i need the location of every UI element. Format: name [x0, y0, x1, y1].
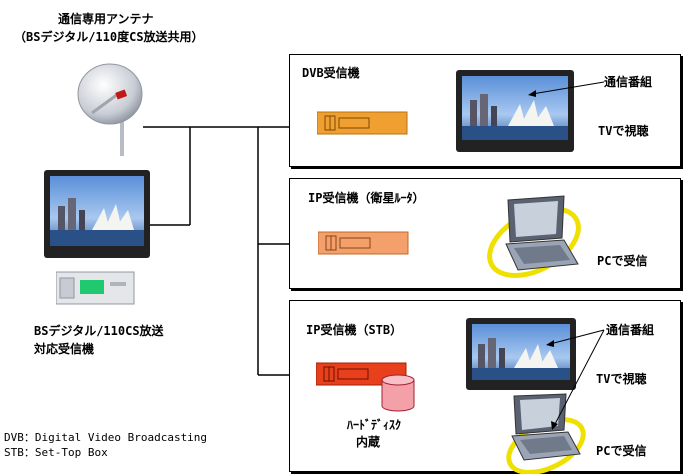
- home-receiver-icon: [56, 271, 135, 305]
- panel-stb-label-watch: TVで視聴: [596, 372, 647, 386]
- panel-ip-router-label-receive: PCで受信: [597, 254, 648, 268]
- dvb-callout-arrow: [528, 81, 605, 97]
- antenna-subtitle: （BSデジタル/110度CS放送共用）: [14, 30, 204, 44]
- satellite-dish-icon: [77, 63, 143, 156]
- hdd-label: ﾊｰﾄﾞﾃﾞｨｽｸ: [347, 418, 402, 432]
- panel-dvb-tv-icon: [456, 70, 574, 152]
- home-tv-icon: [44, 170, 150, 258]
- pc-icon: [487, 195, 581, 278]
- note-stb: STB：Set-Top Box: [4, 446, 108, 459]
- panel-stb-label-receive: PCで受信: [596, 444, 647, 458]
- note-dvb: DVB：Digital Video Broadcasting: [4, 431, 208, 444]
- home-receiver-sublabel: 対応受信機: [34, 342, 95, 356]
- panel-ip-stb-title: IP受信機（STB）: [306, 323, 403, 337]
- ip-router-receiver-icon: [318, 231, 409, 255]
- antenna-title: 通信専用アンテナ: [58, 12, 154, 26]
- panel-stb-tv-icon: [466, 318, 576, 390]
- panel-dvb-title: DVB受信機: [302, 66, 360, 80]
- stb-callout-arrows: [546, 329, 605, 430]
- hard-disk-icon: [381, 374, 415, 412]
- panel-dvb-label-watch: TVで視聴: [598, 124, 649, 138]
- hdd-sublabel: 内蔵: [356, 435, 381, 449]
- panel-ip-router-title: IP受信機（衛星ﾙｰﾀ）: [308, 191, 425, 205]
- home-receiver-label: BSデジタル/110CS放送: [34, 324, 164, 338]
- panel-stb-label-program: 通信番組: [606, 323, 655, 337]
- dvb-receiver-icon: [317, 111, 408, 135]
- panel-dvb-label-program: 通信番組: [604, 75, 653, 89]
